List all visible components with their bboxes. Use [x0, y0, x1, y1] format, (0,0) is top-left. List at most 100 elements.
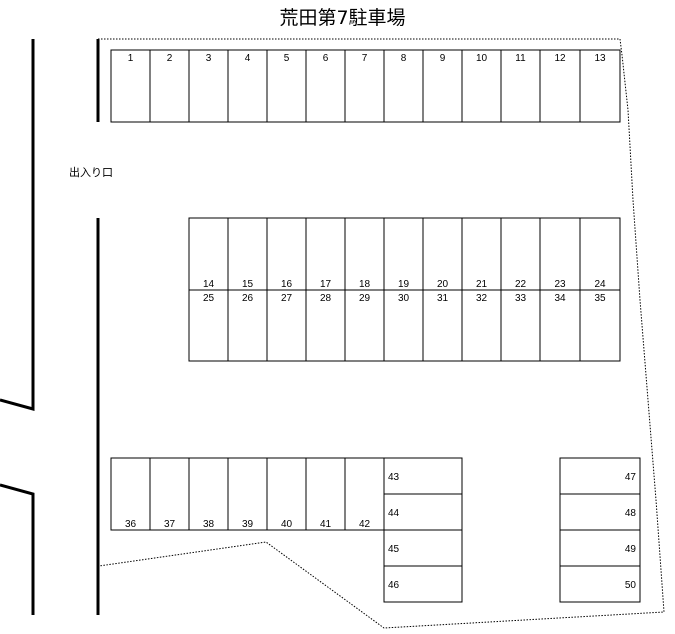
parking-space-11[interactable]: 11	[500, 49, 541, 123]
parking-space-13[interactable]: 13	[579, 49, 621, 123]
parking-space-28[interactable]: 28	[305, 289, 346, 362]
parking-space-35[interactable]: 35	[579, 289, 621, 362]
parking-space-34[interactable]: 34	[539, 289, 581, 362]
parking-space-12[interactable]: 12	[539, 49, 581, 123]
parking-space-4[interactable]: 4	[227, 49, 268, 123]
parking-space-32[interactable]: 32	[461, 289, 502, 362]
parking-space-box[interactable]	[188, 457, 229, 531]
parking-space-box[interactable]	[500, 217, 541, 291]
parking-space-box[interactable]	[305, 457, 346, 531]
parking-space-box[interactable]	[266, 217, 307, 291]
parking-space-14[interactable]: 14	[188, 217, 229, 291]
parking-space-3[interactable]: 3	[188, 49, 229, 123]
parking-space-box[interactable]	[344, 457, 385, 531]
parking-space-box[interactable]	[110, 457, 151, 531]
parking-space-box[interactable]	[188, 217, 229, 291]
parking-space-33[interactable]: 33	[500, 289, 541, 362]
parking-space-box[interactable]	[422, 49, 463, 123]
parking-space-43[interactable]: 43	[383, 457, 463, 495]
parking-space-7[interactable]: 7	[344, 49, 385, 123]
parking-space-number: 27	[281, 293, 293, 304]
parking-space-box[interactable]	[539, 49, 581, 123]
parking-space-box[interactable]	[383, 565, 463, 603]
parking-space-box[interactable]	[227, 49, 268, 123]
parking-space-45[interactable]: 45	[383, 529, 463, 567]
parking-space-9[interactable]: 9	[422, 49, 463, 123]
parking-space-box[interactable]	[500, 49, 541, 123]
parking-space-box[interactable]	[461, 49, 502, 123]
parking-space-box[interactable]	[422, 217, 463, 291]
parking-space-box[interactable]	[422, 289, 463, 362]
parking-space-number: 15	[242, 279, 254, 290]
parking-space-17[interactable]: 17	[305, 217, 346, 291]
parking-space-41[interactable]: 41	[305, 457, 346, 531]
parking-space-48[interactable]: 48	[559, 493, 641, 531]
parking-space-box[interactable]	[500, 289, 541, 362]
parking-space-18[interactable]: 18	[344, 217, 385, 291]
parking-space-21[interactable]: 21	[461, 217, 502, 291]
parking-space-box[interactable]	[383, 493, 463, 531]
parking-space-number: 38	[203, 519, 215, 530]
parking-space-47[interactable]: 47	[559, 457, 641, 495]
parking-space-50[interactable]: 50	[559, 565, 641, 603]
parking-space-box[interactable]	[579, 289, 621, 362]
parking-space-39[interactable]: 39	[227, 457, 268, 531]
parking-space-8[interactable]: 8	[383, 49, 424, 123]
parking-space-42[interactable]: 42	[344, 457, 385, 531]
parking-space-box[interactable]	[461, 289, 502, 362]
parking-space-44[interactable]: 44	[383, 493, 463, 531]
parking-space-23[interactable]: 23	[539, 217, 581, 291]
parking-space-box[interactable]	[383, 529, 463, 567]
parking-space-16[interactable]: 16	[266, 217, 307, 291]
parking-space-box[interactable]	[539, 289, 581, 362]
parking-space-25[interactable]: 25	[188, 289, 229, 362]
parking-space-10[interactable]: 10	[461, 49, 502, 123]
parking-space-box[interactable]	[383, 457, 463, 495]
parking-space-27[interactable]: 27	[266, 289, 307, 362]
parking-space-22[interactable]: 22	[500, 217, 541, 291]
parking-space-number: 49	[625, 544, 637, 555]
parking-space-box[interactable]	[383, 49, 424, 123]
parking-space-box[interactable]	[266, 457, 307, 531]
parking-space-box[interactable]	[539, 217, 581, 291]
road-walls	[0, 39, 100, 615]
parking-space-box[interactable]	[266, 49, 307, 123]
parking-space-31[interactable]: 31	[422, 289, 463, 362]
parking-space-box[interactable]	[579, 217, 621, 291]
parking-space-24[interactable]: 24	[579, 217, 621, 291]
parking-space-box[interactable]	[559, 457, 641, 495]
parking-space-5[interactable]: 5	[266, 49, 307, 123]
parking-space-46[interactable]: 46	[383, 565, 463, 603]
parking-space-29[interactable]: 29	[344, 289, 385, 362]
parking-space-2[interactable]: 2	[149, 49, 190, 123]
parking-space-37[interactable]: 37	[149, 457, 190, 531]
parking-space-40[interactable]: 40	[266, 457, 307, 531]
parking-space-box[interactable]	[461, 217, 502, 291]
parking-space-box[interactable]	[305, 289, 346, 362]
parking-space-box[interactable]	[344, 289, 385, 362]
parking-space-number: 26	[242, 293, 254, 304]
parking-space-box[interactable]	[579, 49, 621, 123]
parking-space-19[interactable]: 19	[383, 217, 424, 291]
parking-space-26[interactable]: 26	[227, 289, 268, 362]
parking-space-number: 2	[167, 53, 173, 64]
parking-space-20[interactable]: 20	[422, 217, 463, 291]
parking-space-box[interactable]	[559, 529, 641, 567]
parking-space-6[interactable]: 6	[305, 49, 346, 123]
parking-space-1[interactable]: 1	[110, 49, 151, 123]
parking-space-number: 23	[554, 279, 566, 290]
parking-space-30[interactable]: 30	[383, 289, 424, 362]
parking-space-38[interactable]: 38	[188, 457, 229, 531]
parking-space-36[interactable]: 36	[110, 457, 151, 531]
parking-space-number: 19	[398, 279, 410, 290]
parking-space-box[interactable]	[305, 49, 346, 123]
parking-space-box[interactable]	[149, 457, 190, 531]
parking-space-box[interactable]	[344, 49, 385, 123]
parking-space-49[interactable]: 49	[559, 529, 641, 567]
parking-space-box[interactable]	[227, 289, 268, 362]
parking-space-box[interactable]	[110, 49, 151, 123]
parking-space-15[interactable]: 15	[227, 217, 268, 291]
parking-space-box[interactable]	[559, 565, 641, 603]
parking-space-number: 6	[323, 53, 329, 64]
parking-space-box[interactable]	[383, 217, 424, 291]
